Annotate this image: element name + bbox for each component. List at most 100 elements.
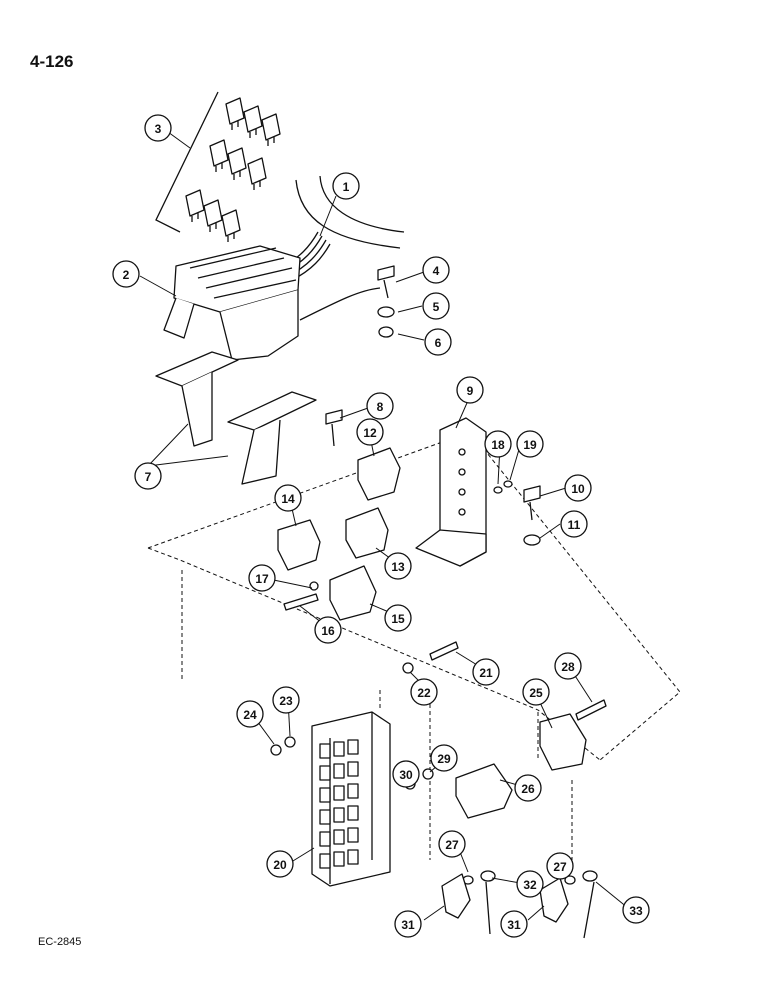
terminal-socket: [319, 765, 331, 781]
callout-27a: 27: [438, 830, 466, 858]
callout-23: 23: [272, 686, 300, 714]
callout-number: 10: [571, 482, 585, 496]
callout-7a: 7: [134, 462, 162, 490]
callout-number: 26: [521, 782, 535, 796]
callout-18: 18: [484, 430, 512, 458]
callout-circle: [622, 896, 650, 924]
terminal-socket: [347, 739, 359, 755]
callout-26: 26: [514, 774, 542, 802]
callout-28: 28: [554, 652, 582, 680]
callout-circle: [522, 678, 550, 706]
callout-circle: [456, 376, 484, 404]
terminal-socket: [347, 761, 359, 777]
fuse-blade: [261, 113, 281, 146]
callout-circle: [564, 474, 592, 502]
callout-number: 25: [529, 686, 543, 700]
callout-number: 12: [363, 426, 377, 440]
callout-11: 11: [560, 510, 588, 538]
callout-circle: [514, 774, 542, 802]
terminal-socket: [333, 829, 345, 845]
callout-number: 7: [145, 470, 152, 484]
callout-10: 10: [564, 474, 592, 502]
terminal-block: [311, 711, 391, 887]
callout-circle: [424, 328, 452, 356]
fuse-box: [163, 245, 301, 361]
callout-circle: [384, 552, 412, 580]
terminal-socket: [347, 783, 359, 799]
callout-circle: [272, 686, 300, 714]
callout-circle: [144, 114, 172, 142]
fuse-blade: [247, 157, 267, 190]
callout-number: 24: [243, 708, 257, 722]
callout-circle: [394, 910, 422, 938]
callout-number: 14: [281, 492, 295, 506]
relay-15: [329, 565, 377, 621]
callout-circle: [112, 260, 140, 288]
callout-5: 5: [422, 292, 450, 320]
terminal-socket: [333, 851, 345, 867]
terminal-socket: [319, 743, 331, 759]
callout-circle: [274, 484, 302, 512]
terminal-socket: [347, 827, 359, 843]
callout-circle: [410, 678, 438, 706]
callout-24: 24: [236, 700, 264, 728]
callout-circle: [248, 564, 276, 592]
callout-circle: [236, 700, 264, 728]
callout-number: 27: [445, 838, 459, 852]
callout-number: 27: [553, 860, 567, 874]
fuse-blade: [243, 105, 263, 138]
callout-number: 31: [507, 918, 521, 932]
terminal-socket: [333, 785, 345, 801]
callout-number: 29: [437, 752, 451, 766]
callout-circle: [500, 910, 528, 938]
callout-19: 19: [516, 430, 544, 458]
callout-number: 8: [377, 400, 384, 414]
fuse-box-brackets: [155, 351, 317, 485]
callout-20: 20: [266, 850, 294, 878]
relay-14: [277, 519, 321, 571]
callout-number: 5: [433, 300, 440, 314]
callout-circle: [438, 830, 466, 858]
callout-circle: [560, 510, 588, 538]
callout-number: 22: [417, 686, 431, 700]
callout-number: 20: [273, 858, 287, 872]
terminal-socket: [333, 741, 345, 757]
callout-circle: [546, 852, 574, 880]
terminal-socket: [319, 787, 331, 803]
callout-14: 14: [274, 484, 302, 512]
terminal-socket: [333, 763, 345, 779]
callout-circle: [392, 760, 420, 788]
callout-circle: [554, 652, 582, 680]
callout-number: 21: [479, 666, 493, 680]
terminal-socket: [333, 807, 345, 823]
callout-number: 28: [561, 660, 575, 674]
callout-number: 3: [155, 122, 162, 136]
callout-number: 17: [255, 572, 269, 586]
callout-25: 25: [522, 678, 550, 706]
callout-circle: [384, 604, 412, 632]
callout-8: 8: [366, 392, 394, 420]
callout-circle: [134, 462, 162, 490]
drawing-reference-code: EC-2845: [38, 936, 82, 948]
callout-number: 18: [491, 438, 505, 452]
callout-1: 1: [332, 172, 360, 200]
fuse-blade: [221, 209, 241, 242]
callout-circle: [422, 292, 450, 320]
callout-circle: [266, 850, 294, 878]
callout-6: 6: [424, 328, 452, 356]
callout-circle: [430, 744, 458, 772]
callout-16: 16: [314, 616, 342, 644]
callout-31a: 31: [394, 910, 422, 938]
relays: [277, 447, 401, 621]
callout-number: 4: [433, 264, 440, 278]
callout-3: 3: [144, 114, 172, 142]
callout-number: 15: [391, 612, 405, 626]
callout-number: 33: [629, 904, 643, 918]
callout-number: 19: [523, 438, 537, 452]
callout-21: 21: [472, 658, 500, 686]
callout-number: 13: [391, 560, 405, 574]
fuse-blade: [203, 199, 223, 232]
callout-31b: 31: [500, 910, 528, 938]
